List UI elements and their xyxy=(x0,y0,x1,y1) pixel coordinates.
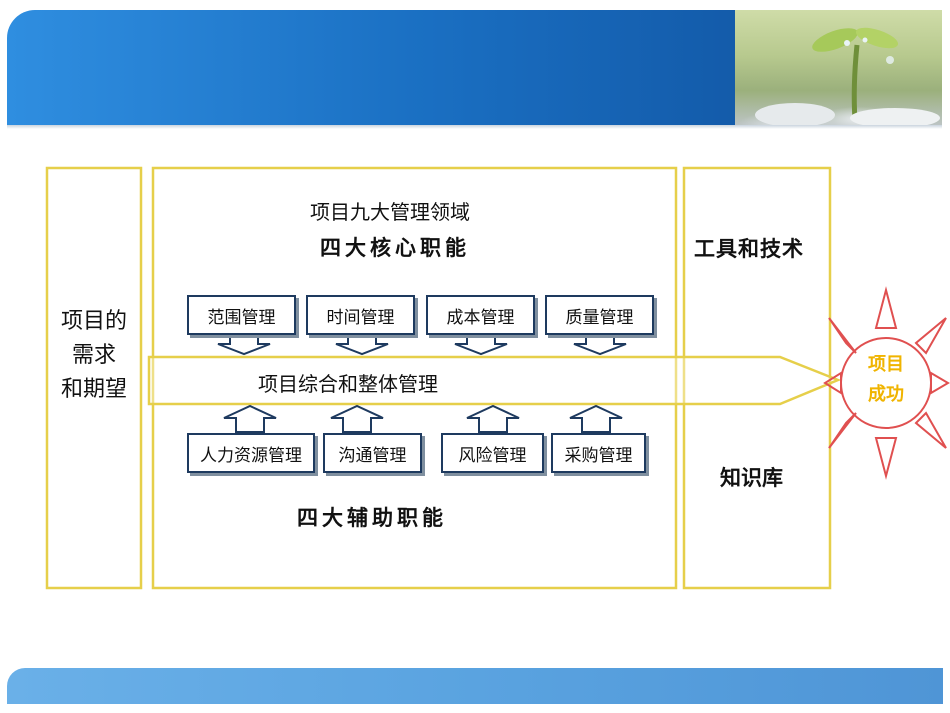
center-title: 项目九大管理领域 xyxy=(310,200,470,224)
requirement-line-2: 需求 xyxy=(71,343,116,368)
down-arrows xyxy=(217,335,627,356)
header-band xyxy=(7,10,942,125)
integration-arrow xyxy=(147,355,842,406)
left-panel-text: 项目的 需求 和期望 xyxy=(47,305,141,407)
requirement-line-1: 项目的 xyxy=(60,309,127,334)
integration-label: 项目综合和整体管理 xyxy=(258,372,438,396)
footer-band xyxy=(7,668,943,704)
core-heading: 四大核心职能 xyxy=(320,235,470,260)
down-arrow-4 xyxy=(573,335,627,356)
down-arrow-3 xyxy=(454,335,508,356)
down-arrow-2 xyxy=(335,335,389,356)
tools-label: 工具和技术 xyxy=(694,236,804,261)
header-shadow xyxy=(7,125,942,129)
center-panel-frame xyxy=(151,166,678,590)
support-function-communication: 沟通管理 xyxy=(323,433,422,473)
support-heading: 四大辅助职能 xyxy=(297,505,447,530)
core-function-time: 时间管理 xyxy=(306,295,415,335)
up-arrow-4 xyxy=(569,404,623,433)
success-line-1: 项目 xyxy=(868,354,904,375)
core-function-cost: 成本管理 xyxy=(426,295,535,335)
sun-icon xyxy=(823,286,950,480)
success-line-2: 成功 xyxy=(868,384,904,405)
seedling-photo xyxy=(735,10,942,125)
core-function-scope: 范围管理 xyxy=(187,295,296,335)
down-arrow-1 xyxy=(217,335,271,356)
support-function-risk: 风险管理 xyxy=(441,433,544,473)
success-text: 项目 成功 xyxy=(856,350,916,410)
left-panel-frame xyxy=(45,166,143,590)
up-arrow-1 xyxy=(223,404,277,433)
seedling-illustration xyxy=(755,27,940,125)
up-arrows xyxy=(223,404,623,433)
support-function-hr: 人力资源管理 xyxy=(187,433,315,473)
support-function-procurement: 采购管理 xyxy=(551,433,646,473)
up-arrow-3 xyxy=(466,404,520,433)
knowledge-label: 知识库 xyxy=(720,465,783,490)
requirement-line-3: 和期望 xyxy=(60,377,127,402)
core-function-quality: 质量管理 xyxy=(545,295,654,335)
up-arrow-2 xyxy=(330,404,384,433)
